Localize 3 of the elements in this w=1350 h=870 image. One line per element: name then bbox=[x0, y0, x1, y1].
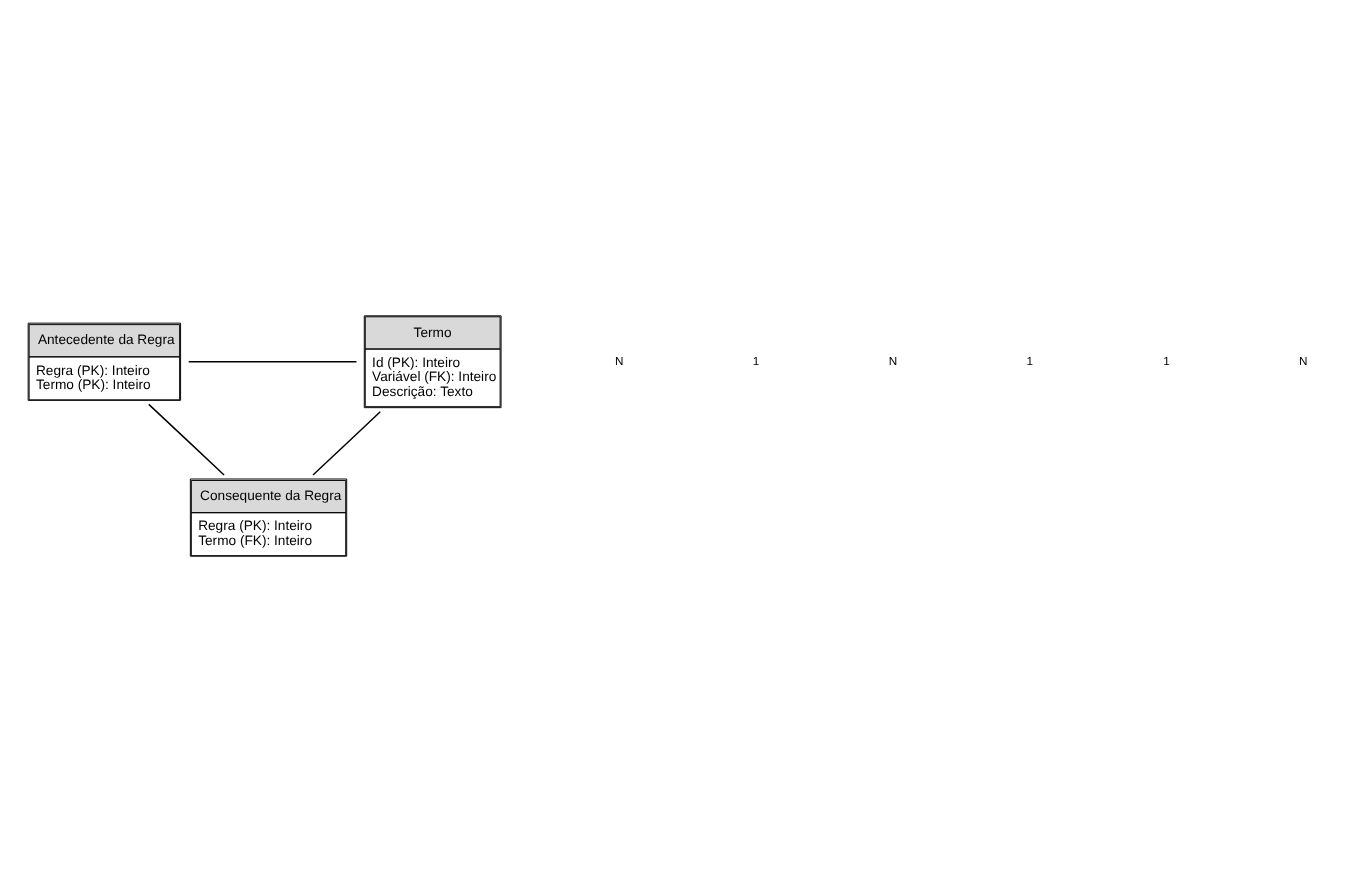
connector bbox=[187, 360, 358, 362]
connector bbox=[312, 410, 382, 475]
connector bbox=[148, 402, 225, 475]
